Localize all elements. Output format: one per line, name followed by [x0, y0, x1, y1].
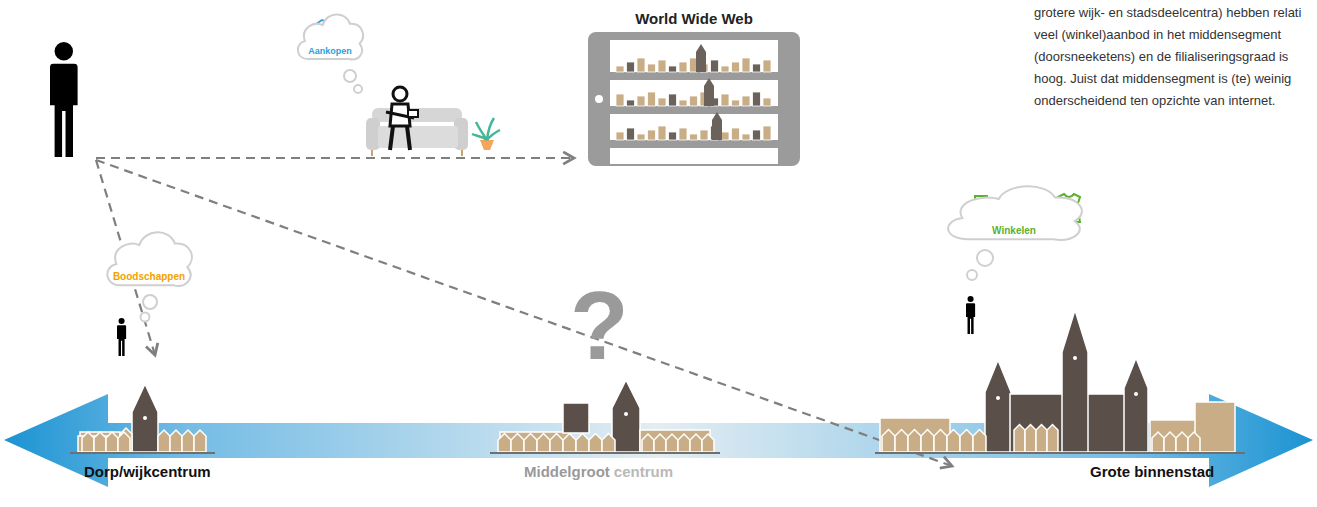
note-text: grotere wijk- en stadsdeelcentra) hebben… — [1034, 2, 1310, 112]
person-icon — [117, 318, 126, 356]
cloud-outline — [101, 220, 197, 296]
cloud-label: Aankopen — [308, 46, 352, 56]
tablet-screen: World Wide Web — [586, 10, 802, 168]
cloud-label: Winkelen — [992, 225, 1036, 236]
tablet-outline — [586, 10, 802, 168]
person-icon — [50, 42, 78, 157]
thought-cloud: Aankopen — [293, 4, 367, 68]
place-label: Grote binnenstad — [1090, 464, 1214, 479]
cloud-outline — [293, 4, 367, 68]
thought-cloud: Boodschappen — [101, 220, 197, 296]
scale-band — [4, 394, 1313, 487]
cloud-outline — [938, 174, 1090, 250]
thought-cloud: Winkelen — [938, 174, 1090, 250]
dashed-arrows — [96, 158, 952, 466]
cloud-label: Boodschappen — [113, 271, 185, 282]
person-figures — [50, 42, 975, 356]
place-label: Dorp/wijkcentrum — [84, 464, 211, 479]
person-icon — [966, 296, 975, 334]
question-mark: ? — [570, 278, 629, 374]
town-skylines — [70, 310, 1245, 453]
sofa-scene — [366, 87, 500, 156]
thought-bubbles — [141, 70, 994, 322]
place-label: centrum — [614, 464, 673, 479]
place-label: Middelgroot — [524, 464, 610, 479]
cloud-icons: + + — [124, 20, 1080, 264]
tablet-title: World Wide Web — [635, 10, 753, 27]
